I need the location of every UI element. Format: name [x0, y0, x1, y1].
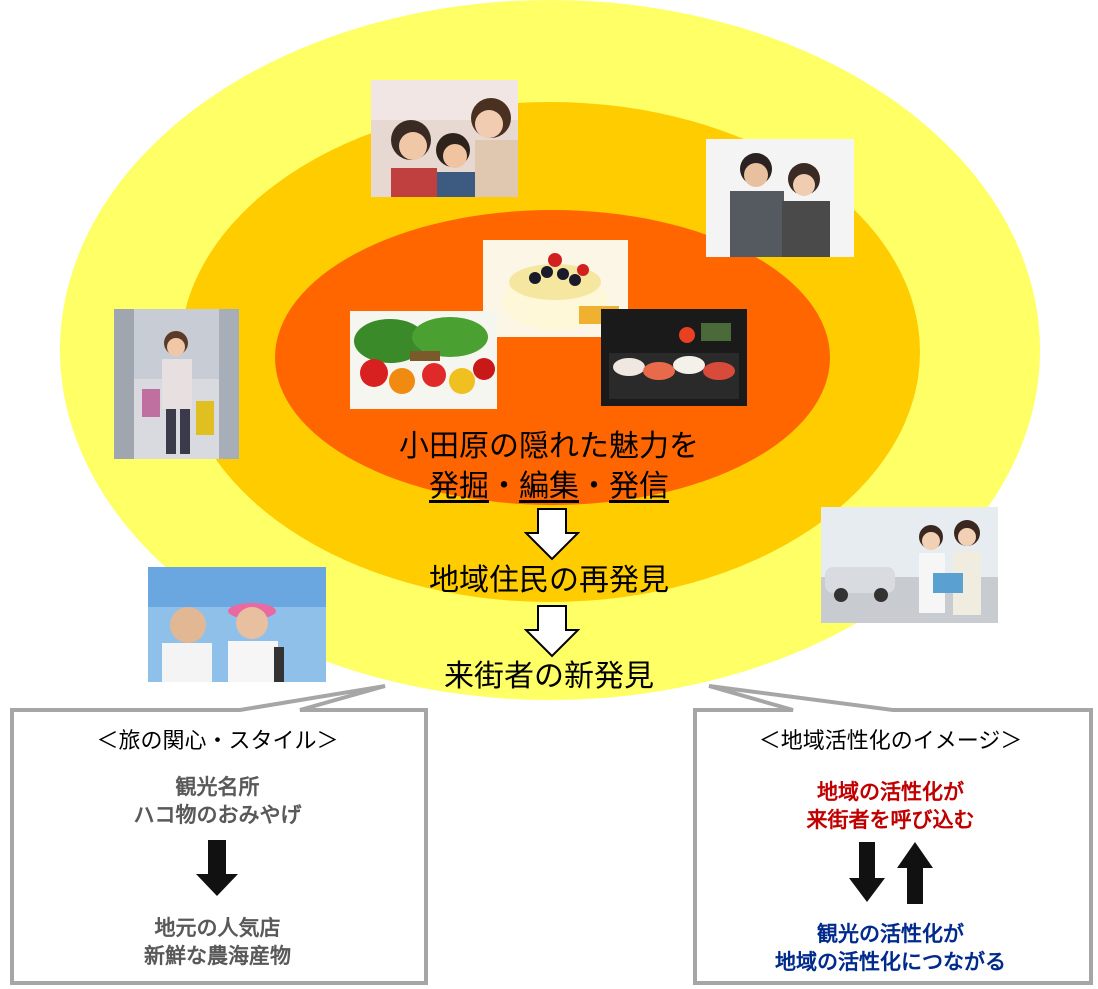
separator: ・	[489, 469, 519, 504]
arrow-down-icon	[524, 605, 580, 658]
shopping-woman-photo	[114, 309, 239, 459]
cycle-arrows-icon	[849, 842, 933, 904]
top-line-2: 来街者を呼び込む	[806, 808, 975, 832]
couple-photo	[706, 139, 854, 257]
sushi-photo	[601, 309, 747, 406]
top-line-1: 地域の活性化が	[817, 780, 964, 804]
tourists-photo	[821, 507, 998, 623]
action-discover: 発掘	[429, 469, 489, 504]
separator: ・	[579, 469, 609, 504]
after-line-1: 地元の人気店	[154, 916, 281, 940]
bottom-line-1: 観光の活性化が	[817, 922, 964, 946]
after-line-2: 新鮮な農海産物	[144, 944, 291, 968]
headline-line-2: 発掘・編集・発信	[0, 468, 1098, 506]
bottom-line-2: 地域の活性化につながる	[775, 950, 1006, 974]
elderly-couple-photo	[148, 567, 326, 682]
before-line-2: ハコ物のおみやげ	[133, 803, 302, 827]
before-line-1: 観光名所	[175, 775, 260, 799]
arrow-down-icon	[524, 508, 580, 561]
action-edit: 編集	[519, 469, 579, 504]
step-visitor-discovery: 来街者の新発見	[444, 659, 654, 694]
arrow-down-icon	[196, 840, 238, 896]
family-photo	[371, 80, 518, 197]
vegetables-photo	[350, 311, 497, 409]
headline-line-1: 小田原の隠れた魅力を	[399, 429, 699, 464]
step-resident-rediscovery: 地域住民の再発見	[429, 563, 669, 598]
action-publish: 発信	[609, 469, 669, 504]
revitalization-title: ＜地域活性化のイメージ＞	[758, 729, 1023, 754]
travel-style-callout: ＜旅の関心・スタイル＞ 観光名所 ハコ物のおみやげ 地元の人気店 新鮮な農海産物	[0, 680, 435, 989]
regional-revitalization-callout: ＜地域活性化のイメージ＞ 地域の活性化が 来街者を呼び込む 観光の活性化が 地域…	[683, 680, 1098, 989]
travel-style-title: ＜旅の関心・スタイル＞	[96, 729, 339, 754]
cake-photo	[483, 240, 628, 337]
